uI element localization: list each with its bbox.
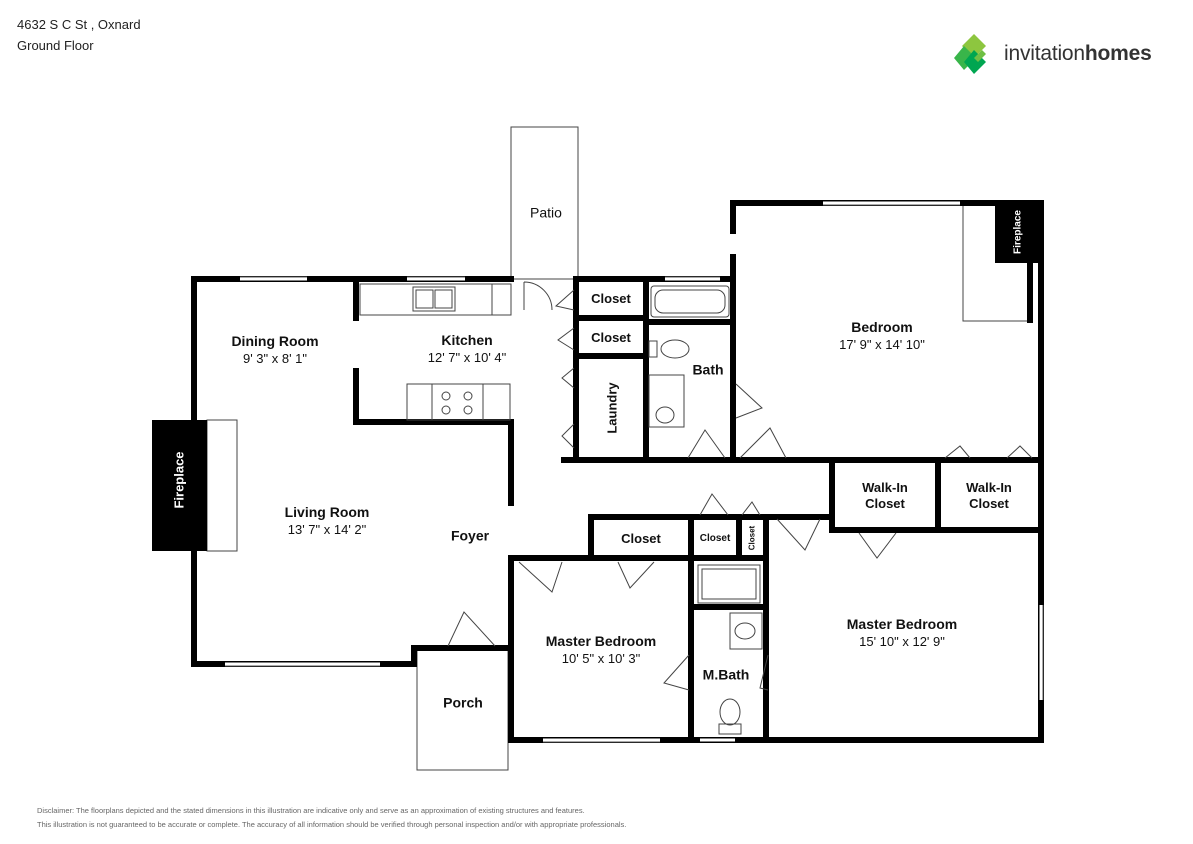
fireplace-left-hearth: [206, 419, 238, 552]
room-closet-1: Closet: [591, 290, 631, 306]
property-address: 4632 S C St , Oxnard: [17, 17, 141, 32]
room-closet-4: Closet: [699, 532, 731, 544]
disclaimer-line-2: This illustration is not guaranteed to b…: [37, 820, 627, 829]
room-patio: Patio: [530, 204, 562, 221]
fireplace-left: [152, 420, 207, 551]
stove-icon: [431, 383, 484, 421]
room-foyer: Foyer: [450, 527, 490, 544]
disclaimer-line-1: Disclaimer: The floorplans depicted and …: [37, 806, 585, 815]
shower-icon: [697, 564, 761, 604]
fireplace-right-label: Fireplace: [1012, 210, 1024, 254]
mbath-toilet-icon: [719, 698, 741, 726]
brand-wordmark: invitationhomes: [1004, 42, 1152, 65]
room-mbath: M.Bath: [702, 666, 750, 683]
room-closet-5: Closet: [747, 525, 757, 551]
room-closet-3: Closet: [621, 530, 661, 546]
kitchen-sink-icon: [412, 286, 456, 312]
bath-fixtures: [648, 285, 763, 735]
room-porch: Porch: [443, 694, 483, 711]
patio-area: [510, 126, 579, 280]
brand-logo: invitationhomes: [952, 32, 1152, 76]
room-bath: Bath: [692, 361, 724, 378]
room-walkin-1: Walk-In Closet: [862, 479, 908, 511]
brand-diamond-icon: [954, 34, 986, 74]
doors: [447, 281, 1033, 691]
fireplace-right: [995, 202, 1043, 263]
fireplace-left-label: Fireplace: [171, 451, 187, 509]
floor-label: Ground Floor: [17, 38, 94, 53]
bathtub-icon: [650, 285, 730, 318]
room-closet-2: Closet: [591, 329, 631, 345]
toilet-icon: [660, 339, 690, 359]
mbath-sink-icon: [734, 622, 756, 640]
room-walkin-2: Walk-In Closet: [966, 479, 1012, 511]
kitchen-fixtures: [359, 283, 512, 421]
windows: [225, 201, 1043, 742]
bath-sink-icon: [655, 406, 675, 424]
room-laundry: Laundry: [604, 382, 620, 434]
